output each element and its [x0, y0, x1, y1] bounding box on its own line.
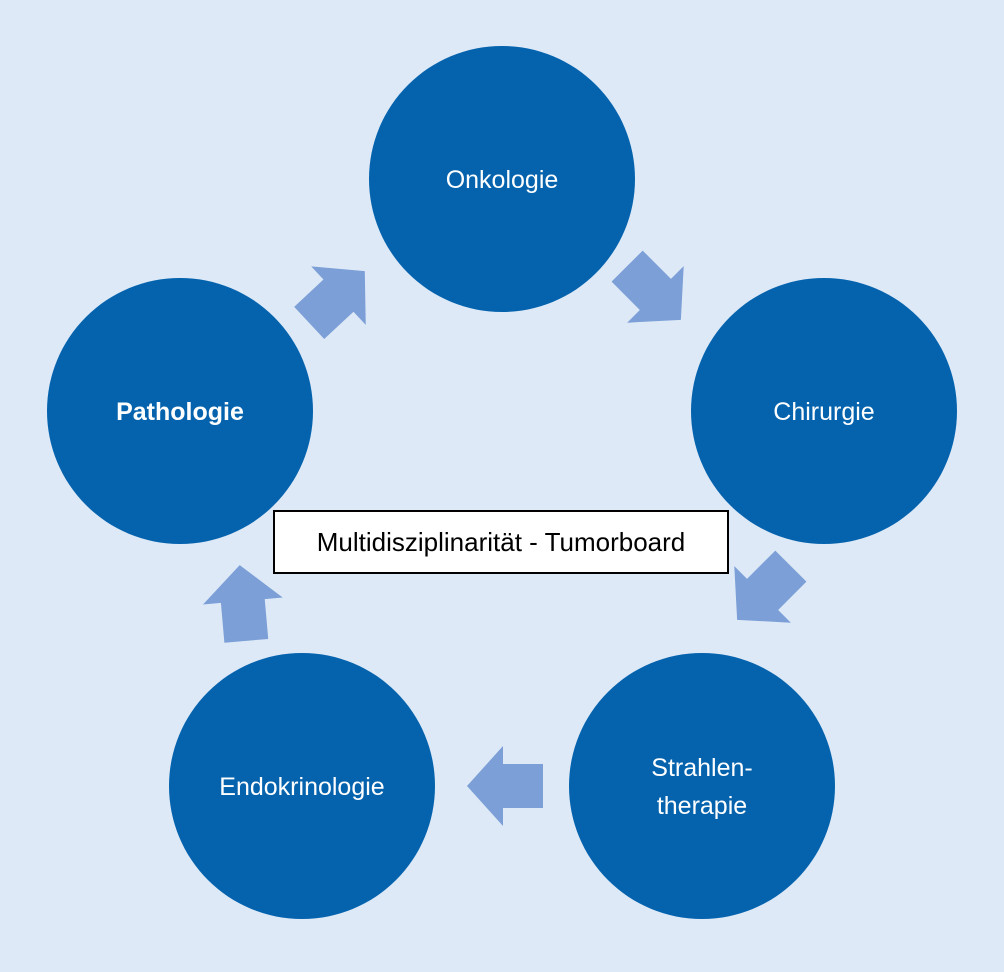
- node-label-strahlentherapie-line-2: therapie: [657, 792, 747, 820]
- node-pathologie: Pathologie: [47, 278, 313, 544]
- node-label-chirurgie: Chirurgie: [773, 398, 874, 426]
- node-circle-strahlentherapie: [569, 653, 835, 919]
- arrow-onkologie-to-chirurgie: [611, 250, 684, 323]
- arrow-endokrinologie-to-pathologie: [202, 565, 283, 643]
- node-chirurgie: Chirurgie: [691, 278, 957, 544]
- node-endokrinologie: Endokrinologie: [169, 653, 435, 919]
- node-label-strahlentherapie-line-1: Strahlen-: [651, 754, 752, 782]
- arrow-pathologie-to-onkologie: [294, 266, 366, 340]
- node-circle-endokrinologie: [169, 653, 435, 919]
- node-label-endokrinologie: Endokrinologie: [219, 773, 384, 801]
- center-label: Multidisziplinarität - Tumorboard: [316, 526, 686, 557]
- node-label-onkologie: Onkologie: [446, 166, 559, 194]
- node-strahlentherapie: Strahlen-therapie: [569, 653, 835, 919]
- node-label-pathologie: Pathologie: [116, 398, 244, 426]
- node-circle-pathologie: [47, 278, 313, 544]
- arrow-strahlentherapie-to-endokrinologie: [467, 746, 543, 826]
- node-circle-onkologie: [369, 46, 635, 312]
- arrow-chirurgie-to-strahlentherapie: [734, 550, 807, 623]
- center-label-box: Multidisziplinarität - Tumorboard: [273, 510, 729, 574]
- node-onkologie: Onkologie: [369, 46, 635, 312]
- node-circle-chirurgie: [691, 278, 957, 544]
